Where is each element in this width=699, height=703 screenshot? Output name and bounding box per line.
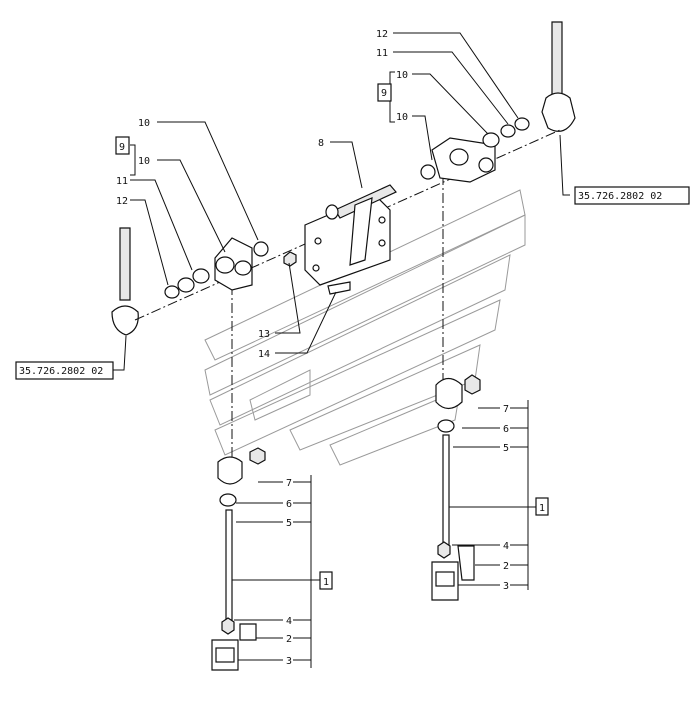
left-washer-stack — [164, 241, 269, 299]
right-ball-socket — [541, 21, 576, 132]
callout-3-right: 3 — [503, 581, 509, 592]
callout-4-right: 4 — [503, 541, 509, 552]
reference-box-right — [574, 186, 690, 205]
callout-10-left-a: 10 — [138, 118, 150, 129]
callout-box-1-right — [535, 497, 549, 516]
callout-box-9-left — [115, 136, 130, 155]
callout-2-right: 2 — [503, 561, 509, 572]
left-group-bracket — [232, 475, 320, 668]
callout-4-left: 4 — [286, 616, 292, 627]
reference-box-left — [15, 361, 114, 380]
callout-7-left: 7 — [286, 478, 292, 489]
left-clevis-bracket — [214, 237, 253, 291]
callout-8: 8 — [318, 138, 324, 149]
left-rod-assembly — [211, 447, 266, 671]
reference-label-left: 35.726.2802 02 — [19, 366, 103, 377]
callout-11-right: 11 — [376, 48, 388, 59]
callout-1-left: 1 — [323, 577, 329, 588]
right-group-bracket — [449, 400, 536, 590]
callout-5-right: 5 — [503, 443, 509, 454]
callout-13: 13 — [258, 329, 270, 340]
callout-10-right-a: 10 — [396, 70, 408, 81]
callout-9-right: 9 — [381, 88, 387, 99]
callout-12-left: 12 — [116, 196, 128, 207]
callout-1-right: 1 — [539, 503, 545, 514]
leader-lines — [112, 32, 570, 371]
nut-and-screw — [283, 251, 351, 295]
callout-14: 14 — [258, 349, 270, 360]
right-clevis-bracket — [420, 137, 496, 183]
right-washer-stack — [482, 117, 530, 148]
callout-6-right: 6 — [503, 424, 509, 435]
callout-2-left: 2 — [286, 634, 292, 645]
callout-box-1-left — [319, 571, 333, 590]
right-rod-assembly — [431, 374, 481, 601]
callout-11-left: 11 — [116, 176, 128, 187]
callout-10-right-b: 10 — [396, 112, 408, 123]
callout-6-left: 6 — [286, 499, 292, 510]
central-support-bracket — [304, 184, 397, 286]
callout-7-right: 7 — [503, 404, 509, 415]
callout-10-left-b: 10 — [138, 156, 150, 167]
callout-box-9-right — [377, 83, 392, 102]
left-ball-socket — [111, 227, 139, 336]
callout-3-left: 3 — [286, 656, 292, 667]
callout-5-left: 5 — [286, 518, 292, 529]
callout-12-right: 12 — [376, 29, 388, 40]
callout-9-left: 9 — [119, 142, 125, 153]
reference-label-right: 35.726.2802 02 — [578, 191, 662, 202]
